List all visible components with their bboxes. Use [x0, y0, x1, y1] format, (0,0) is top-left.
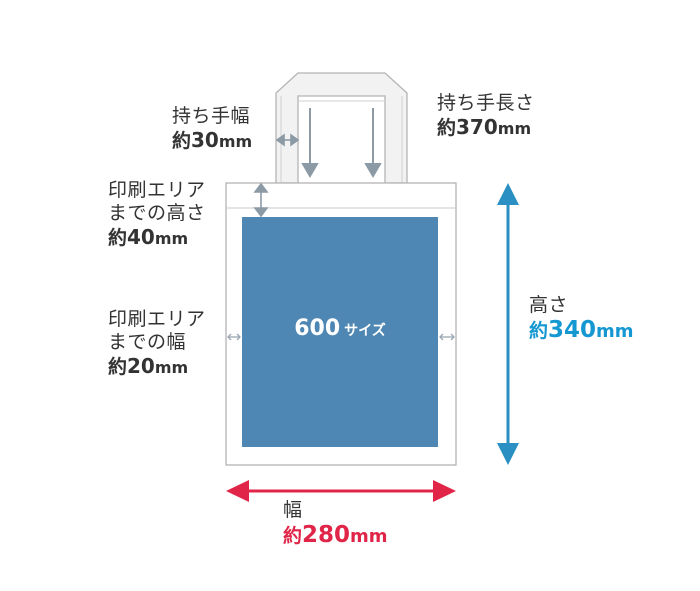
handle-inner-lines [280, 96, 403, 183]
print-side-margin-line2: までの幅 [108, 331, 187, 353]
bag-height-title: 高さ [529, 294, 569, 316]
bag-height-label: 高さ 約340mm [529, 296, 634, 342]
handle-width-label: 持ち手幅 約30mm [172, 107, 252, 151]
handle-width-title: 持ち手幅 [172, 105, 251, 127]
bag-width-title: 幅 [283, 499, 303, 521]
print-size-suffix: サイズ [344, 323, 386, 339]
print-side-margin-arrows [227, 333, 455, 341]
print-side-margin-label: 印刷エリア までの幅 約20mm [108, 310, 206, 377]
handle-length-title: 持ち手長さ [437, 92, 535, 114]
print-top-margin-line2: までの高さ [108, 202, 206, 224]
handle-length-label: 持ち手長さ 約370mm [437, 94, 535, 138]
print-area [242, 217, 438, 447]
bag-width-label: 幅 約280mm [283, 501, 388, 547]
print-top-margin-value: 約40mm [108, 225, 189, 249]
bag-handle [275, 72, 408, 184]
bag-width-value: 約280mm [283, 522, 388, 548]
print-top-margin-arrow [253, 182, 269, 218]
bag-height-value: 約340mm [529, 317, 634, 343]
print-top-margin-line1: 印刷エリア [108, 179, 206, 201]
height-arrow [497, 183, 519, 465]
handle-width-arrow [275, 133, 300, 147]
width-arrow [226, 480, 456, 502]
handle-length-value: 約370mm [437, 115, 532, 139]
handle-length-arrows [301, 108, 382, 178]
print-top-margin-label: 印刷エリア までの高さ 約40mm [108, 181, 206, 248]
handle-width-value: 約30mm [172, 128, 253, 152]
print-side-margin-value: 約20mm [108, 354, 189, 378]
print-size-value: 600 [294, 316, 341, 341]
print-side-margin-line1: 印刷エリア [108, 308, 206, 330]
